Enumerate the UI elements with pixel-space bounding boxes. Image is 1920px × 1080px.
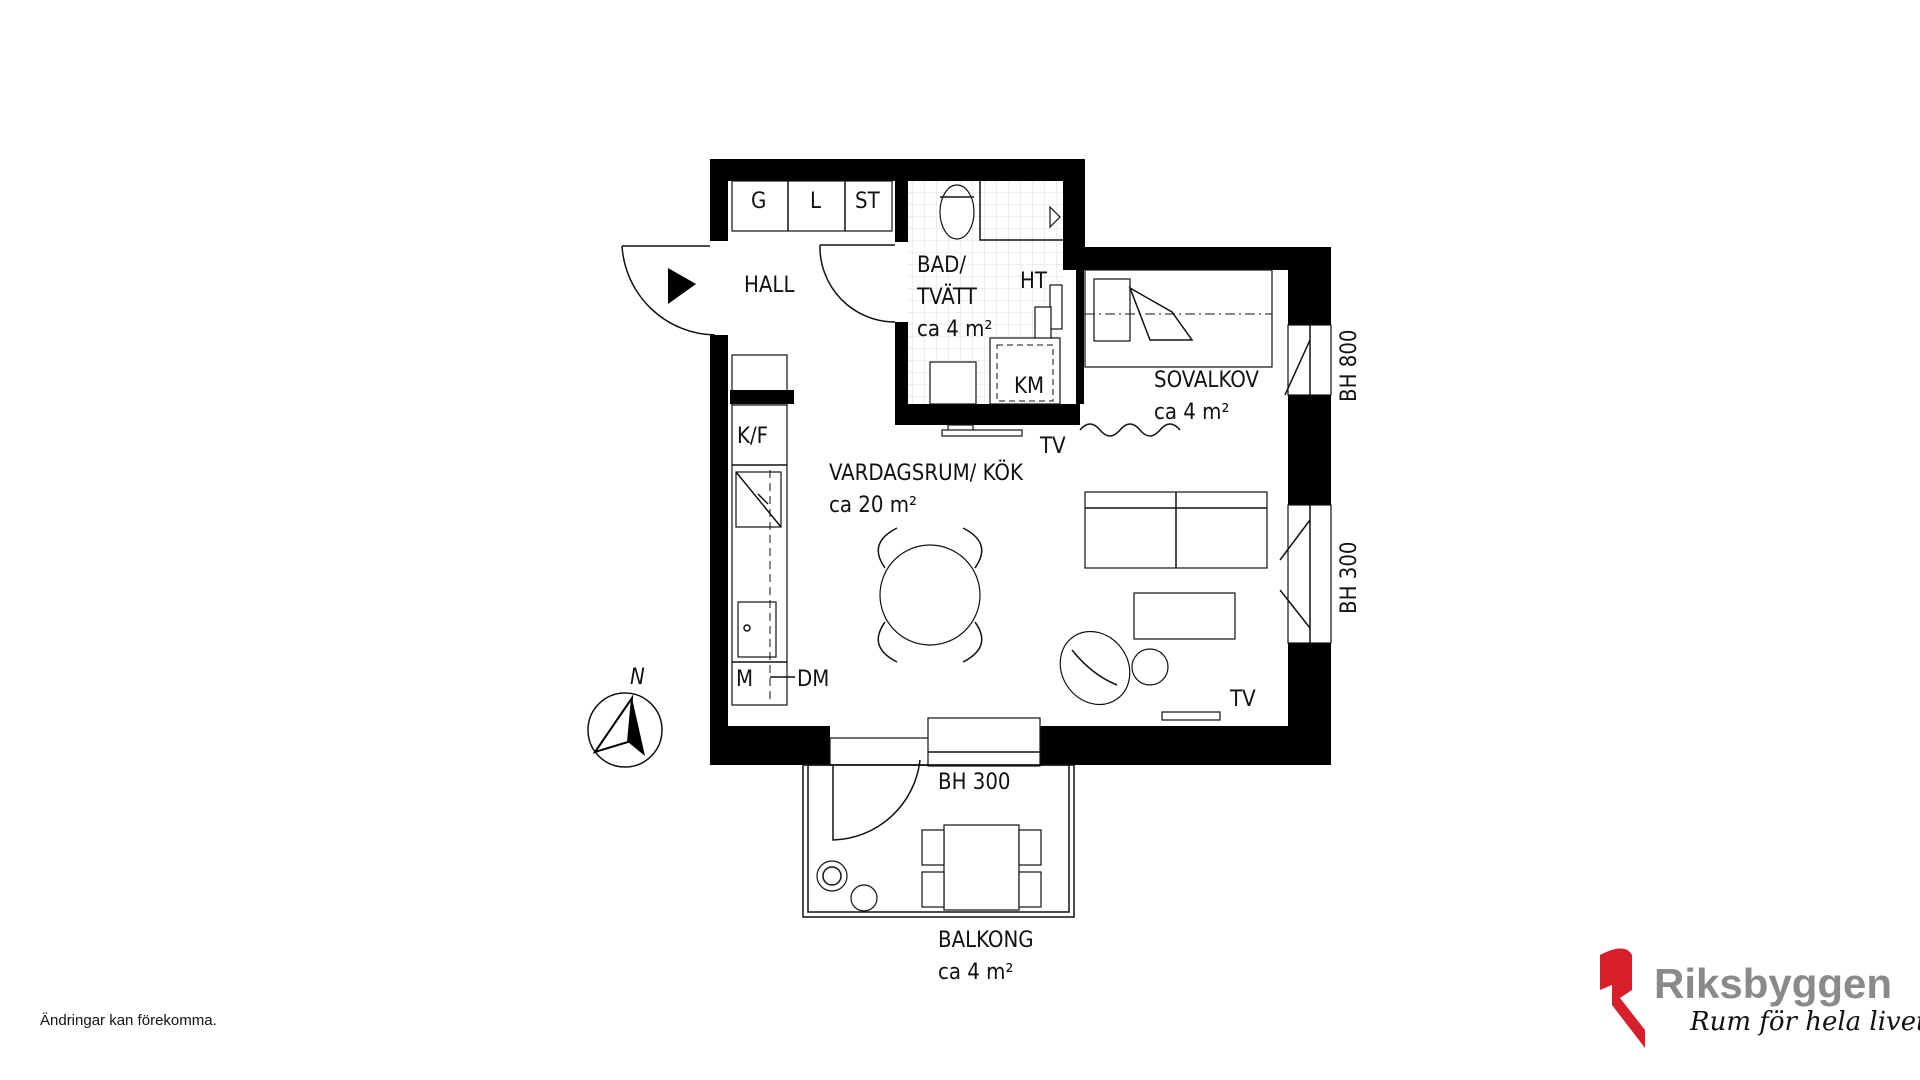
bath-label-line1: BAD/ <box>917 253 966 278</box>
closet-st-label: ST <box>855 189 881 214</box>
bath-area: ca 4 m² <box>917 317 992 342</box>
kitchen <box>730 354 795 706</box>
living-label: VARDAGSRUM/ KÖK <box>829 460 1024 486</box>
compass-icon: N <box>587 665 663 768</box>
compass-north-label: N <box>630 665 645 690</box>
m-label: M <box>736 667 753 692</box>
bedroom-area: ca 4 m² <box>1154 400 1229 425</box>
balcony-label: BALKONG <box>938 928 1034 953</box>
window-bh-right-top: BH 800 <box>1337 329 1362 402</box>
walls <box>710 159 1331 765</box>
living-furniture <box>1059 491 1268 721</box>
bedroom-label: SOVALKOV <box>1154 368 1259 393</box>
bath-fixtures <box>929 181 1063 437</box>
doors <box>621 244 921 841</box>
km-label: KM <box>1014 374 1044 399</box>
logo-wordmark: Riksbyggen <box>1654 960 1892 1007</box>
window-bh-right-bottom: BH 300 <box>1337 541 1362 614</box>
ht-label: HT <box>1020 269 1048 294</box>
tv-label: TV <box>1039 434 1066 459</box>
footnote: Ändringar kan förekomma. <box>40 1012 217 1029</box>
riksbyggen-logo: Riksbyggen Rum för hela livet <box>1600 948 1920 1048</box>
tv-label-2: TV <box>1229 687 1256 712</box>
dm-label: DM <box>797 667 829 692</box>
dining-table <box>877 527 983 663</box>
closet-l-label: L <box>810 189 821 214</box>
logo-tagline: Rum för hela livet <box>1689 1007 1920 1037</box>
hall-label: HALL <box>744 273 794 298</box>
windows <box>829 324 1332 767</box>
entrance-arrow-icon <box>668 268 696 304</box>
bed <box>1079 269 1273 437</box>
balcony <box>802 764 1075 918</box>
closets <box>731 180 893 232</box>
closet-g-label: G <box>751 189 766 214</box>
bath-label-line2: TVÄTT <box>916 284 978 310</box>
living-area: ca 20 m² <box>829 493 917 518</box>
window-bh-bottom: BH 300 <box>938 770 1011 795</box>
balcony-area: ca 4 m² <box>938 960 1013 985</box>
kf-label: K/F <box>737 424 768 449</box>
